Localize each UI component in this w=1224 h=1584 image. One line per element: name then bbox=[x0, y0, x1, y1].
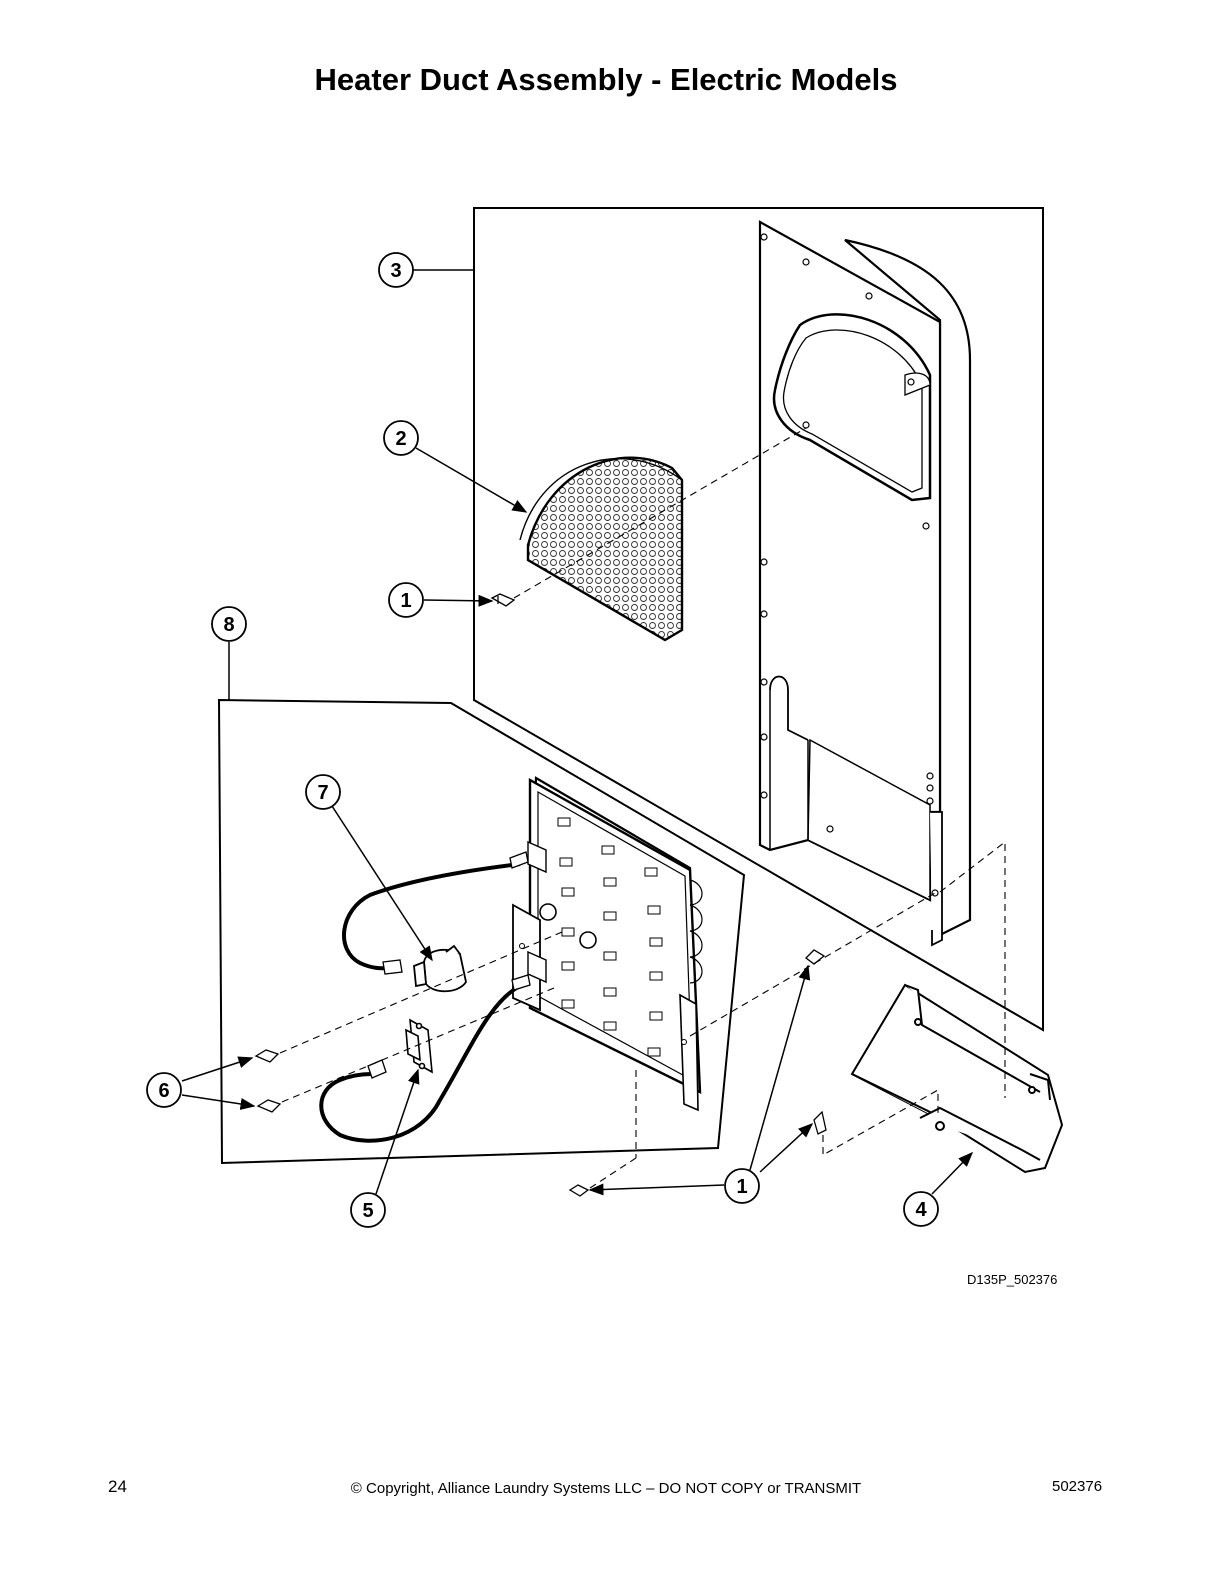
svg-text:5: 5 bbox=[362, 1200, 373, 1222]
assembly-8-boundary bbox=[217, 698, 746, 1165]
footer-document-number: 502376 bbox=[1052, 1478, 1103, 1495]
footer-copyright: © Copyright, Alliance Laundry Systems LL… bbox=[350, 1480, 862, 1497]
heater-element-assembly bbox=[512, 776, 703, 1112]
svg-text:4: 4 bbox=[915, 1199, 927, 1221]
page-title: Heater Duct Assembly - Electric Models bbox=[314, 62, 898, 97]
callout-6: 6 bbox=[146, 1072, 182, 1108]
callout-8: 8 bbox=[211, 606, 247, 642]
callout-4: 4 bbox=[903, 1191, 939, 1227]
leader-lines bbox=[181, 269, 974, 1196]
callout-7: 7 bbox=[305, 774, 341, 810]
wire-harness bbox=[319, 862, 523, 1143]
callout-2: 2 bbox=[383, 420, 419, 456]
drawing-id: D135P_502376 bbox=[967, 1272, 1058, 1287]
assembly-3-boundary bbox=[473, 207, 1044, 1032]
heater-duct-housing bbox=[758, 220, 972, 947]
screws-item-1-lower bbox=[568, 949, 827, 1197]
svg-text:1: 1 bbox=[736, 1176, 747, 1198]
svg-text:8: 8 bbox=[223, 614, 234, 636]
svg-text:6: 6 bbox=[158, 1080, 169, 1102]
lint-screen bbox=[519, 456, 684, 642]
svg-text:3: 3 bbox=[390, 260, 401, 282]
dashed-assembly-lines bbox=[279, 427, 1006, 1189]
callout-5: 5 bbox=[350, 1192, 386, 1228]
svg-text:7: 7 bbox=[317, 782, 328, 804]
screws-item-6 bbox=[254, 1049, 282, 1113]
thermal-fuse bbox=[405, 1018, 433, 1074]
footer-page-number: 24 bbox=[108, 1477, 127, 1496]
callout-1-lower: 1 bbox=[724, 1168, 760, 1204]
wire-terminals bbox=[367, 851, 531, 1079]
screw-upper bbox=[490, 593, 516, 607]
svg-text:1: 1 bbox=[400, 590, 411, 612]
callout-3: 3 bbox=[378, 252, 414, 288]
mounting-bracket bbox=[850, 983, 1064, 1174]
callout-1-upper: 1 bbox=[388, 582, 424, 618]
housing-mounting-holes bbox=[760, 233, 939, 897]
svg-text:2: 2 bbox=[395, 428, 406, 450]
high-limit-thermostat bbox=[413, 944, 467, 993]
